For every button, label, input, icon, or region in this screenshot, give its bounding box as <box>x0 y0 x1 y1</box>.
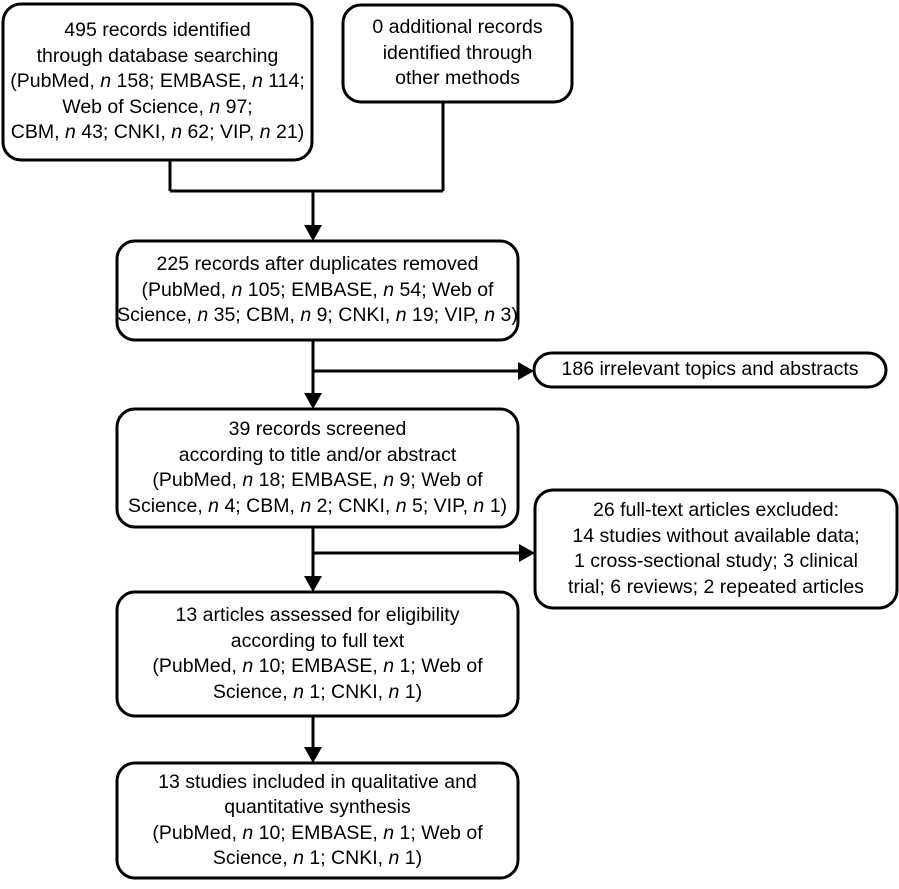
box-records-screened-shape <box>115 407 520 529</box>
connector-branch-to-irrelevant-arrowhead <box>518 362 534 380</box>
connector-merge-to-duplicates-arrowhead <box>304 225 322 241</box>
box-records-after-duplicates-shape <box>115 239 520 342</box>
connector-branch-to-full-text-excluded-arrowhead <box>519 544 535 562</box>
connector-screened-to-eligibility-arrowhead <box>304 576 322 592</box>
connectors-layer <box>168 102 535 763</box>
box-irrelevant-topics-abstracts-shape <box>532 351 888 389</box>
box-studies-included-synthesis-shape <box>115 761 520 880</box>
connector-eligibility-to-included-arrowhead <box>304 747 322 763</box>
box-full-text-articles-excluded-shape <box>533 488 899 610</box>
connector-duplicates-to-screened-arrowhead <box>304 393 322 409</box>
box-articles-assessed-eligibility-shape <box>115 590 520 718</box>
box-records-identified-database-shape <box>1 2 314 162</box>
box-records-identified-other-shape <box>341 3 574 104</box>
